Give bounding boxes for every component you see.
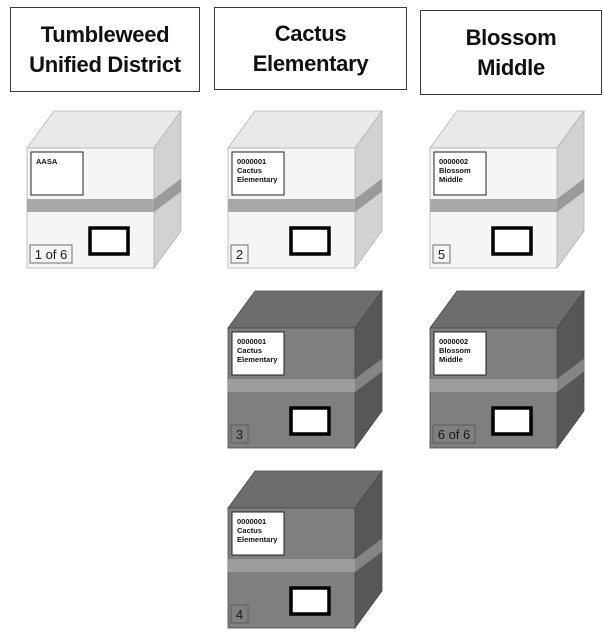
box-label-line: AASA (36, 157, 58, 166)
box-address-label (231, 511, 285, 556)
box-tape-band (228, 199, 355, 212)
box-tape-band (430, 379, 557, 392)
box-number-tag (230, 604, 249, 624)
box-label-line: 0000001 (237, 517, 266, 526)
box-tape-band (228, 559, 355, 572)
box-label-line: Cactus (237, 166, 262, 175)
box-label-line: Blossom (439, 346, 471, 355)
box-number: 1 of 6 (35, 247, 68, 262)
box-number: 2 (236, 247, 243, 262)
box-label-line: Elementary (237, 535, 278, 544)
column-header-line: Middle (477, 54, 545, 80)
box-label-line: 0000002 (439, 157, 468, 166)
box-tape-side (557, 178, 584, 212)
box-label-line: Elementary (237, 175, 278, 184)
box-address-label (433, 331, 487, 376)
box-shipping-window (491, 226, 533, 256)
box-tape-band (228, 379, 355, 392)
box-tape-band (430, 199, 557, 212)
column-header-line: Blossom (465, 25, 557, 51)
box-label-line: Cactus (237, 346, 262, 355)
box-label-line: 0000001 (237, 337, 266, 346)
box-tape-side (557, 358, 584, 392)
box-tape-band (27, 199, 154, 212)
box-number-tag (230, 424, 249, 444)
box-label-line: Middle (439, 355, 463, 364)
box-shipping-window (491, 406, 533, 436)
box-number: 6 of 6 (438, 427, 471, 442)
column-header-district: Tumbleweed Unified District (10, 7, 200, 92)
box-shipping-window (289, 586, 331, 616)
box-number-tag (230, 244, 249, 264)
box-label-line: Cactus (237, 526, 262, 535)
box-number: 3 (236, 427, 243, 442)
column-header-line: Unified District (29, 51, 181, 77)
box-tape-side (154, 178, 181, 212)
column-header-line: Cactus (274, 21, 347, 47)
box-shipping-window (289, 406, 331, 436)
box-tape-side (355, 178, 382, 212)
box-number: 4 (236, 607, 243, 622)
box-label-line: Middle (439, 175, 463, 184)
box-shipping-window (88, 226, 130, 256)
box-address-label (231, 151, 285, 196)
box-label-line: 0000001 (237, 157, 266, 166)
box-address-label (433, 151, 487, 196)
shipping-box: AASA 1 of 6 (26, 109, 182, 270)
box-number-tag (432, 424, 476, 444)
column-header-line: Tumbleweed (40, 22, 170, 48)
box-address-label (231, 331, 285, 376)
column-header-line: Elementary (252, 50, 369, 76)
box-tape-side (355, 358, 382, 392)
box-number: 5 (438, 247, 445, 262)
box-tape-side (355, 538, 382, 572)
box-number-tag (432, 244, 451, 264)
box-label-line: Elementary (237, 355, 278, 364)
box-label-line: 0000002 (439, 337, 468, 346)
box-address-label (30, 151, 84, 196)
box-shipping-window (289, 226, 331, 256)
column-header-middle: Blossom Middle (420, 10, 602, 95)
box-label-line: Blossom (439, 166, 471, 175)
column-header-elementary: Cactus Elementary (214, 7, 407, 90)
box-number-tag (29, 244, 73, 264)
